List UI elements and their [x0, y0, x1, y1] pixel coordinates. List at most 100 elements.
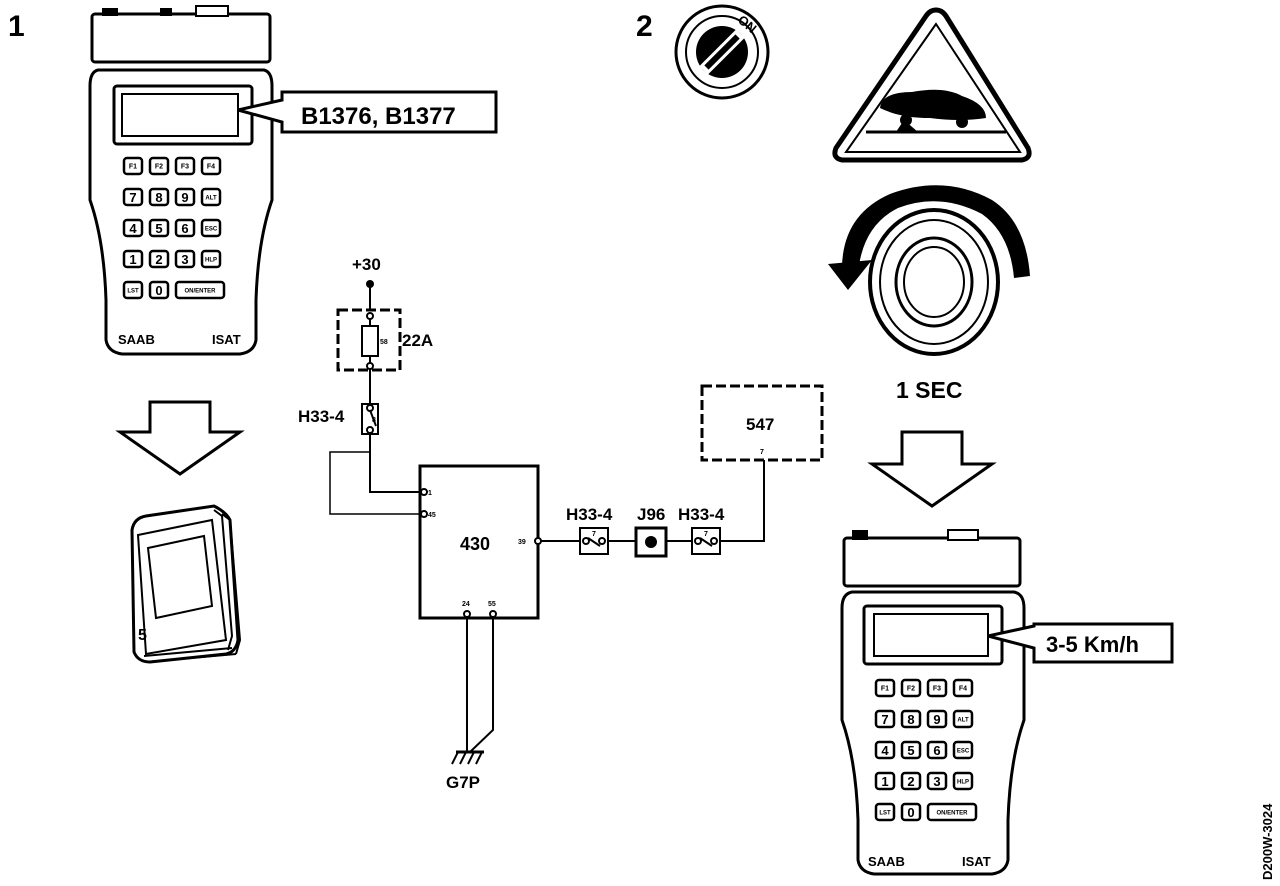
tester-right-key-label: 3: [933, 774, 940, 789]
tester-left-key-3: 3: [174, 249, 196, 269]
tester-left-key-lst: LST: [122, 280, 144, 300]
tester-right-key-alt: ALT: [952, 709, 974, 729]
tester-left-key-9: 9: [174, 187, 196, 207]
ecu-label: 430: [460, 534, 490, 554]
ground-icon: [451, 750, 484, 765]
fuse-box: [336, 308, 402, 372]
tester-left-key-label: 4: [129, 221, 137, 236]
manual-book-label: 5: [138, 627, 147, 644]
tester-left-model: ISAT: [212, 332, 241, 347]
tester-left-key-label: F4: [207, 164, 215, 171]
tester-right-key-lst: LST: [874, 802, 896, 822]
component-label: 547: [746, 415, 774, 434]
tester-right-key-f2: F2: [900, 678, 922, 698]
tester-right-key-9: 9: [926, 709, 948, 729]
tester-right-key-label: ESC: [957, 749, 970, 755]
tester-right-key-label: LST: [879, 811, 891, 817]
tester-left-key-label: F1: [129, 164, 137, 171]
callout-left-text: B1376, B1377: [301, 103, 456, 130]
connector-mid-b-label: H33-4: [678, 505, 725, 524]
tester-left-key-label: ON/ENTER: [184, 289, 216, 295]
tester-left-key-4: 4: [122, 218, 144, 238]
fuse-pin-label: 58: [380, 339, 388, 346]
tester-right-key-label: F1: [881, 686, 889, 693]
tester-right-key-4: 4: [874, 740, 896, 760]
connector-mid-a-label: H33-4: [566, 505, 613, 524]
tester-right-key-label: 9: [933, 712, 940, 727]
tester-right-key-label: 7: [881, 712, 888, 727]
tester-right-key-2: 2: [900, 771, 922, 791]
arrow-down-left-icon: [115, 400, 245, 476]
tester-left-key-label: 9: [181, 190, 188, 205]
tester-right-key-label: ALT: [957, 718, 969, 724]
tester-left-screen: [121, 93, 239, 137]
tester-right-key-f1: F1: [874, 678, 896, 698]
tester-left-key-5: 5: [148, 218, 170, 238]
tester-right-key-label: 0: [907, 805, 914, 820]
ecu-pin-39: 39: [518, 539, 526, 546]
tester-left-key-0: 0: [148, 280, 170, 300]
tester-left-key-label: 8: [155, 190, 162, 205]
tester-right-key-label: 2: [907, 774, 914, 789]
vehicle-lift-warning-icon: [832, 7, 1032, 163]
tester-right-screen: [873, 613, 989, 657]
tester-left-key-label: 1: [129, 252, 136, 267]
tester-right-key-label: HLP: [957, 780, 969, 786]
ecu-pin-55: 55: [488, 601, 496, 608]
tester-right-key-label: 1: [881, 774, 888, 789]
tester-right-model: ISAT: [962, 854, 991, 869]
tester-left-key-2: 2: [148, 249, 170, 269]
tester-left-key-1: 1: [122, 249, 144, 269]
tester-right-key-label: 6: [933, 743, 940, 758]
ecu-pin-1: 1: [428, 490, 432, 497]
ignition-switch-icon: ON: [674, 4, 770, 100]
callout-right-text: 3-5 Km/h: [1046, 632, 1139, 657]
tester-right-key-label: F4: [959, 686, 967, 693]
tester-right: F1 F2 F3 F4 7 8 9 ALT 4 5 6 ESC 1 2 3 HLP LST 0 ON/ENTER S…: [840, 529, 1026, 876]
tester-right-key-label: 8: [907, 712, 914, 727]
connector-left-pin: 8: [372, 417, 376, 424]
tester-right-key-label: 4: [881, 743, 889, 758]
tester-left-key-label: ESC: [205, 227, 218, 233]
tester-left-key-label: 0: [155, 283, 162, 298]
tester-left-key-8: 8: [148, 187, 170, 207]
tester-left-key-label: F3: [181, 164, 189, 171]
wheel-rotation-icon: [828, 185, 1030, 356]
tester-right-key-esc: ESC: [952, 740, 974, 760]
tester-right-key-f4: F4: [952, 678, 974, 698]
ecu-pin-45: 45: [428, 512, 436, 519]
tester-left-key-esc: ESC: [200, 218, 222, 238]
step-1-label: 1: [8, 10, 25, 43]
callout-left: [237, 90, 498, 134]
fuse: [361, 325, 379, 357]
tester-left-key-7: 7: [122, 187, 144, 207]
tester-right-brand: SAAB: [868, 854, 905, 869]
manual-book-icon: 5: [130, 504, 242, 664]
tester-right-key-hlp: HLP: [952, 771, 974, 791]
connector-mid-a-pin: 7: [592, 531, 596, 538]
tester-left-key-f1: F1: [122, 156, 144, 176]
tester-right-connector: [842, 536, 1022, 588]
tester-left-key-label: HLP: [205, 258, 217, 264]
ecu-pin-24: 24: [462, 601, 470, 608]
tester-right-key-label: 5: [907, 743, 914, 758]
tester-left-key-label: 7: [129, 190, 136, 205]
tester-right-key-7: 7: [874, 709, 896, 729]
tester-left-brand: SAAB: [118, 332, 155, 347]
arrow-down-right-icon: [867, 430, 997, 508]
tester-left-key-hlp: HLP: [200, 249, 222, 269]
tester-left-key-f2: F2: [148, 156, 170, 176]
fuse-box-label: 22A: [402, 331, 433, 350]
tester-left-key-6: 6: [174, 218, 196, 238]
step-2-label: 2: [636, 10, 653, 43]
tester-right-key-label: ON/ENTER: [936, 811, 968, 817]
tester-right-key-label: F2: [907, 686, 915, 693]
tester-right-keypad: F1 F2 F3 F4 7 8 9 ALT 4 5 6 ESC 1 2 3 HLP LST 0 ON/ENTER: [874, 678, 978, 822]
tester-right-key-5: 5: [900, 740, 922, 760]
tester-right-key-f3: F3: [926, 678, 948, 698]
ground-label: G7P: [446, 773, 480, 792]
wheel-spin-duration: 1 SEC: [896, 377, 962, 403]
